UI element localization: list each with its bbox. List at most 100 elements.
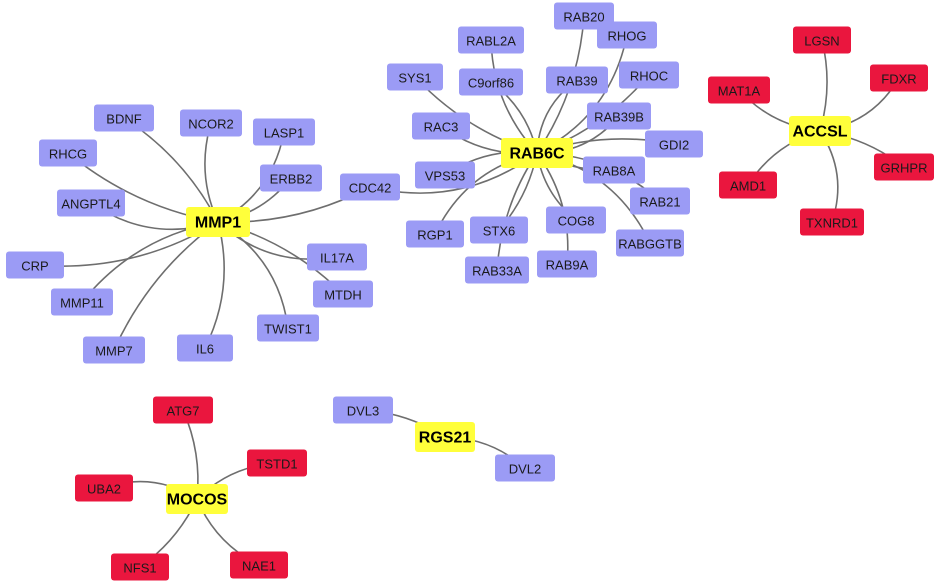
node-box bbox=[616, 229, 684, 257]
node-label: IL17A bbox=[320, 251, 354, 266]
node-label: TWIST1 bbox=[264, 322, 312, 337]
node-box bbox=[583, 156, 645, 184]
node-label: RGP1 bbox=[417, 228, 452, 243]
node-il6: IL6 bbox=[177, 334, 233, 362]
node-box bbox=[257, 314, 319, 342]
node-dvl2: DVL2 bbox=[495, 454, 555, 482]
node-tstd1: TSTD1 bbox=[247, 449, 307, 477]
node-dvl3: DVL3 bbox=[333, 396, 393, 424]
node-lasp1: LASP1 bbox=[253, 118, 315, 146]
node-mtdh: MTDH bbox=[313, 280, 373, 308]
node-nfs1: NFS1 bbox=[111, 553, 169, 581]
node-box bbox=[166, 484, 228, 514]
node-label: RABL2A bbox=[466, 34, 516, 49]
node-box bbox=[307, 243, 367, 271]
node-cdc42: CDC42 bbox=[340, 173, 400, 201]
node-box bbox=[415, 161, 475, 189]
node-label: AMD1 bbox=[730, 179, 766, 194]
hub-node-mocos: MOCOS bbox=[166, 484, 228, 514]
node-box bbox=[406, 220, 464, 248]
node-label: GRHPR bbox=[881, 161, 928, 176]
node-label: ANGPTL4 bbox=[61, 197, 120, 212]
hub-node-mmp1: MMP1 bbox=[186, 207, 250, 237]
node-box bbox=[708, 76, 770, 104]
node-cog8: COG8 bbox=[546, 206, 606, 234]
node-box bbox=[153, 396, 213, 424]
node-lgsn: LGSN bbox=[793, 26, 851, 54]
node-label: RABGGTB bbox=[618, 237, 682, 252]
node-gdi2: GDI2 bbox=[645, 130, 703, 158]
node-label: RAB39B bbox=[594, 110, 644, 125]
node-box bbox=[870, 64, 928, 92]
node-label: MTDH bbox=[324, 288, 362, 303]
node-box bbox=[645, 130, 703, 158]
node-box bbox=[75, 474, 133, 502]
node-rhog: RHOG bbox=[597, 21, 657, 49]
node-box bbox=[597, 21, 657, 49]
node-fdxr: FDXR bbox=[870, 64, 928, 92]
node-nae1: NAE1 bbox=[230, 551, 288, 579]
node-label: VPS53 bbox=[425, 169, 465, 184]
node-box bbox=[501, 138, 573, 168]
node-uba2: UBA2 bbox=[75, 474, 133, 502]
node-rab9a: RAB9A bbox=[537, 250, 597, 278]
node-label: MMP11 bbox=[60, 296, 104, 311]
node-amd1: AMD1 bbox=[719, 171, 777, 199]
node-label: RAC3 bbox=[424, 120, 459, 135]
node-label: ATG7 bbox=[167, 404, 200, 419]
node-mat1a: MAT1A bbox=[708, 76, 770, 104]
node-box bbox=[619, 61, 679, 89]
node-label: MMP1 bbox=[195, 215, 241, 232]
node-label: RAB33A bbox=[472, 264, 522, 279]
node-box bbox=[412, 112, 470, 140]
node-box bbox=[793, 26, 851, 54]
node-box bbox=[313, 280, 373, 308]
node-label: CDC42 bbox=[349, 181, 392, 196]
node-txnrd1: TXNRD1 bbox=[800, 208, 864, 236]
node-c9orf86: C9orf86 bbox=[459, 68, 523, 96]
node-twist1: TWIST1 bbox=[257, 314, 319, 342]
node-stx6: STX6 bbox=[470, 216, 528, 244]
node-box bbox=[470, 216, 528, 244]
node-box bbox=[800, 208, 864, 236]
node-rhoc: RHOC bbox=[619, 61, 679, 89]
node-box bbox=[51, 288, 113, 316]
node-box bbox=[537, 250, 597, 278]
node-label: UBA2 bbox=[87, 482, 121, 497]
node-box bbox=[247, 449, 307, 477]
hub-node-accsl: ACCSL bbox=[789, 116, 851, 146]
node-box bbox=[874, 153, 934, 181]
node-rab39b: RAB39B bbox=[587, 102, 651, 130]
node-sys1: SYS1 bbox=[387, 63, 443, 91]
node-vps53: VPS53 bbox=[415, 161, 475, 189]
node-rab39: RAB39 bbox=[546, 66, 608, 94]
node-box bbox=[465, 256, 529, 284]
node-box bbox=[180, 109, 242, 137]
node-il17a: IL17A bbox=[307, 243, 367, 271]
node-erbb2: ERBB2 bbox=[260, 164, 322, 192]
node-label: RAB8A bbox=[593, 164, 636, 179]
node-label: C9orf86 bbox=[468, 76, 514, 91]
node-bdnf: BDNF bbox=[94, 104, 154, 132]
node-label: NFS1 bbox=[123, 561, 156, 576]
node-box bbox=[719, 171, 777, 199]
node-label: RAB39 bbox=[556, 74, 597, 89]
node-box bbox=[94, 104, 154, 132]
node-box bbox=[333, 396, 393, 424]
node-label: IL6 bbox=[196, 342, 214, 357]
node-box bbox=[630, 187, 690, 215]
node-label: SYS1 bbox=[398, 71, 431, 86]
node-label: RAB20 bbox=[563, 10, 604, 25]
node-label: RAB9A bbox=[546, 258, 589, 273]
node-label: ACCSL bbox=[792, 124, 847, 141]
node-label: COG8 bbox=[558, 214, 595, 229]
node-box bbox=[6, 251, 64, 279]
hub-node-rab6c: RAB6C bbox=[501, 138, 573, 168]
node-box bbox=[57, 189, 125, 217]
node-mmp7: MMP7 bbox=[83, 336, 145, 364]
node-label: FDXR bbox=[881, 72, 916, 87]
node-rabggtb: RABGGTB bbox=[616, 229, 684, 257]
node-box bbox=[459, 68, 523, 96]
node-box bbox=[39, 139, 97, 167]
